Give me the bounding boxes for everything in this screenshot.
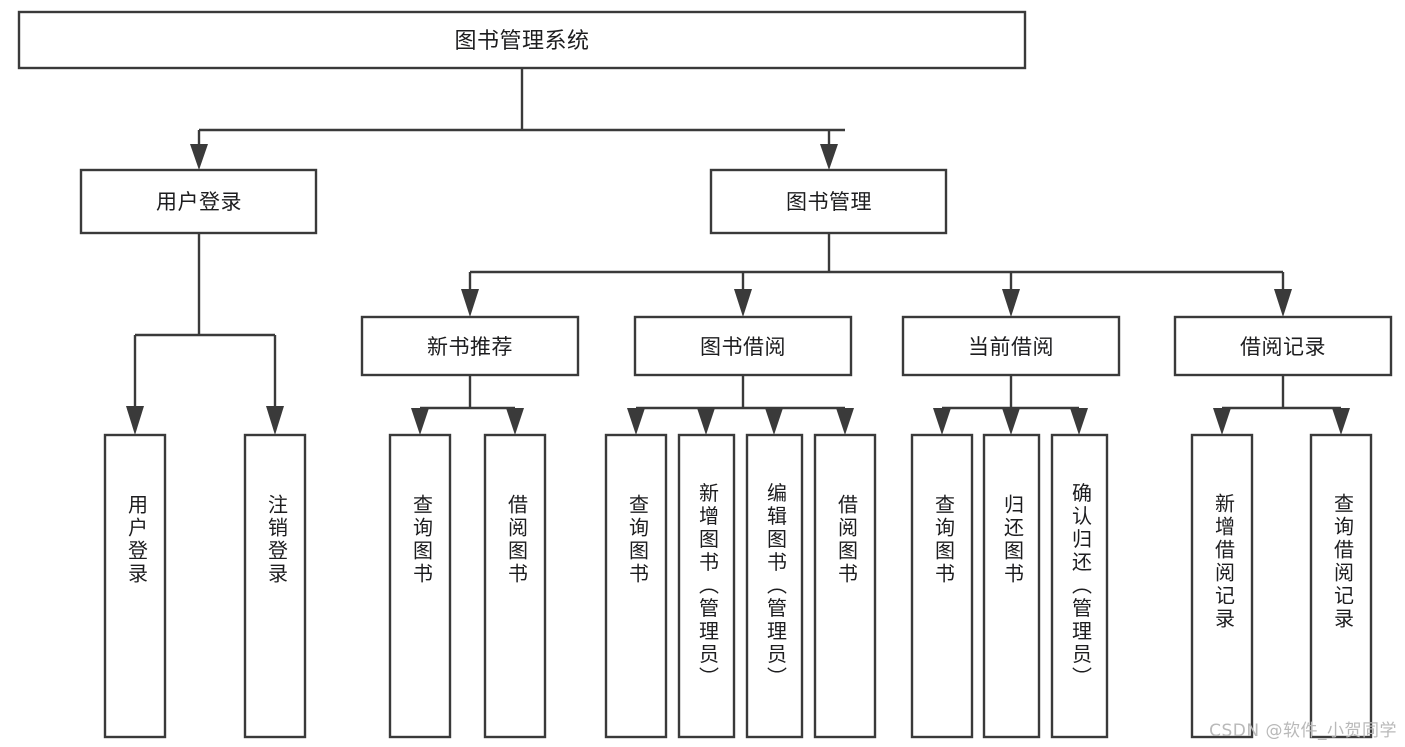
node-leaf-logout-login-box[interactable] xyxy=(243,433,307,739)
arrow-head-leaf-query-borrow-record xyxy=(1332,408,1350,435)
node-leaf-query-book-1[interactable]: 查询图书 xyxy=(388,433,452,739)
arrow-head-leaf-query-book-3 xyxy=(933,408,951,435)
arrow-head-user-login xyxy=(190,144,208,170)
node-current-borrow-box[interactable] xyxy=(901,315,1121,377)
node-leaf-add-book-admin[interactable]: 新增图书（管理员） xyxy=(677,433,736,739)
node-borrow-record-box[interactable] xyxy=(1173,315,1393,377)
node-leaf-user-login[interactable]: 用户登录 xyxy=(103,433,167,739)
arrow-head-leaf-query-book-1 xyxy=(411,408,429,435)
node-book-manage-label: 图书管理 xyxy=(786,190,872,214)
node-leaf-confirm-return-admin-label: 确认归还（管理员） xyxy=(1069,482,1093,689)
node-leaf-borrow-book-1[interactable]: 借阅图书 xyxy=(483,433,547,739)
node-user-login-label: 用户登录 xyxy=(156,190,242,214)
arrow-head-borrow-record xyxy=(1274,289,1292,317)
arrow-head-leaf-user-login xyxy=(126,406,144,435)
node-leaf-add-borrow-record[interactable]: 新增借阅记录 xyxy=(1190,433,1254,739)
node-current-borrow[interactable]: 当前借阅 xyxy=(901,315,1121,377)
node-leaf-edit-book-admin-box[interactable] xyxy=(745,433,804,739)
node-root[interactable]: 图书管理系统 xyxy=(17,10,1027,70)
node-leaf-edit-book-admin-label: 编辑图书（管理员） xyxy=(764,482,788,689)
node-leaf-query-book-2[interactable]: 查询图书 xyxy=(604,433,668,739)
node-leaf-add-borrow-record-label: 新增借阅记录 xyxy=(1212,493,1236,631)
node-leaf-logout-login-label: 注销登录 xyxy=(265,494,289,586)
arrow-head-leaf-return-book xyxy=(1002,408,1020,435)
node-leaf-query-book-1-label: 查询图书 xyxy=(410,494,434,586)
arrow-head-leaf-add-book-admin xyxy=(697,408,715,435)
node-new-book-recommend-box[interactable] xyxy=(360,315,580,377)
node-leaf-borrow-book-1-label: 借阅图书 xyxy=(505,494,529,586)
arrow-head-current-borrow xyxy=(1002,289,1020,317)
node-leaf-query-borrow-record-label: 查询借阅记录 xyxy=(1331,493,1355,631)
node-leaf-query-book-1-box[interactable] xyxy=(388,433,452,739)
node-book-manage[interactable]: 图书管理 xyxy=(709,168,948,235)
node-root-box[interactable] xyxy=(17,10,1027,70)
node-leaf-query-book-3-label: 查询图书 xyxy=(932,494,956,586)
node-book-borrow[interactable]: 图书借阅 xyxy=(633,315,853,377)
node-leaf-return-book[interactable]: 归还图书 xyxy=(982,433,1041,739)
arrow-head-leaf-add-borrow-record xyxy=(1213,408,1231,435)
node-leaf-borrow-book-2-label: 借阅图书 xyxy=(835,494,859,586)
arrow-head-book-borrow xyxy=(734,289,752,317)
node-book-manage-box[interactable] xyxy=(709,168,948,235)
node-leaf-query-book-2-box[interactable] xyxy=(604,433,668,739)
arrow-head-leaf-borrow-book-1 xyxy=(506,408,524,435)
node-leaf-return-book-label: 归还图书 xyxy=(1001,494,1025,586)
node-leaf-add-borrow-record-box[interactable] xyxy=(1190,433,1254,739)
node-leaf-return-book-box[interactable] xyxy=(982,433,1041,739)
node-leaf-query-book-2-label: 查询图书 xyxy=(626,494,650,586)
node-leaf-logout-login[interactable]: 注销登录 xyxy=(243,433,307,739)
node-leaf-user-login-label: 用户登录 xyxy=(125,494,149,586)
node-leaf-query-book-3[interactable]: 查询图书 xyxy=(910,433,974,739)
arrow-head-book-manage xyxy=(820,144,838,170)
node-leaf-edit-book-admin[interactable]: 编辑图书（管理员） xyxy=(745,433,804,739)
arrow-head-new-book-recommend xyxy=(461,289,479,317)
node-leaf-query-borrow-record[interactable]: 查询借阅记录 xyxy=(1309,433,1373,739)
node-root-label: 图书管理系统 xyxy=(454,29,589,54)
node-leaf-add-book-admin-box[interactable] xyxy=(677,433,736,739)
node-leaf-borrow-book-2-box[interactable] xyxy=(813,433,877,739)
node-user-login-box[interactable] xyxy=(79,168,318,235)
node-leaf-add-book-admin-label: 新增图书（管理员） xyxy=(696,482,720,689)
connector-group xyxy=(126,68,1350,435)
node-leaf-query-borrow-record-box[interactable] xyxy=(1309,433,1373,739)
node-book-borrow-label: 图书借阅 xyxy=(700,335,786,359)
arrow-head-leaf-query-book-2 xyxy=(627,408,645,435)
node-leaf-user-login-box[interactable] xyxy=(103,433,167,739)
node-new-book-recommend-label: 新书推荐 xyxy=(427,335,513,359)
node-current-borrow-label: 当前借阅 xyxy=(968,335,1054,359)
arrow-head-leaf-edit-book-admin xyxy=(765,408,783,435)
arrow-head-leaf-logout-login xyxy=(266,406,284,435)
arrow-head-leaf-confirm-return xyxy=(1070,408,1088,435)
node-user-login[interactable]: 用户登录 xyxy=(79,168,318,235)
node-leaf-borrow-book-1-box[interactable] xyxy=(483,433,547,739)
node-leaf-query-book-3-box[interactable] xyxy=(910,433,974,739)
arrow-head-leaf-borrow-book-2 xyxy=(836,408,854,435)
node-leaf-confirm-return-admin[interactable]: 确认归还（管理员） xyxy=(1050,433,1109,739)
node-new-book-recommend[interactable]: 新书推荐 xyxy=(360,315,580,377)
node-book-borrow-box[interactable] xyxy=(633,315,853,377)
node-leaf-confirm-return-admin-box[interactable] xyxy=(1050,433,1109,739)
node-leaf-borrow-book-2[interactable]: 借阅图书 xyxy=(813,433,877,739)
node-borrow-record[interactable]: 借阅记录 xyxy=(1173,315,1393,377)
csdn-watermark: CSDN @软件_小贺同学 xyxy=(1209,721,1397,741)
node-borrow-record-label: 借阅记录 xyxy=(1240,335,1326,359)
